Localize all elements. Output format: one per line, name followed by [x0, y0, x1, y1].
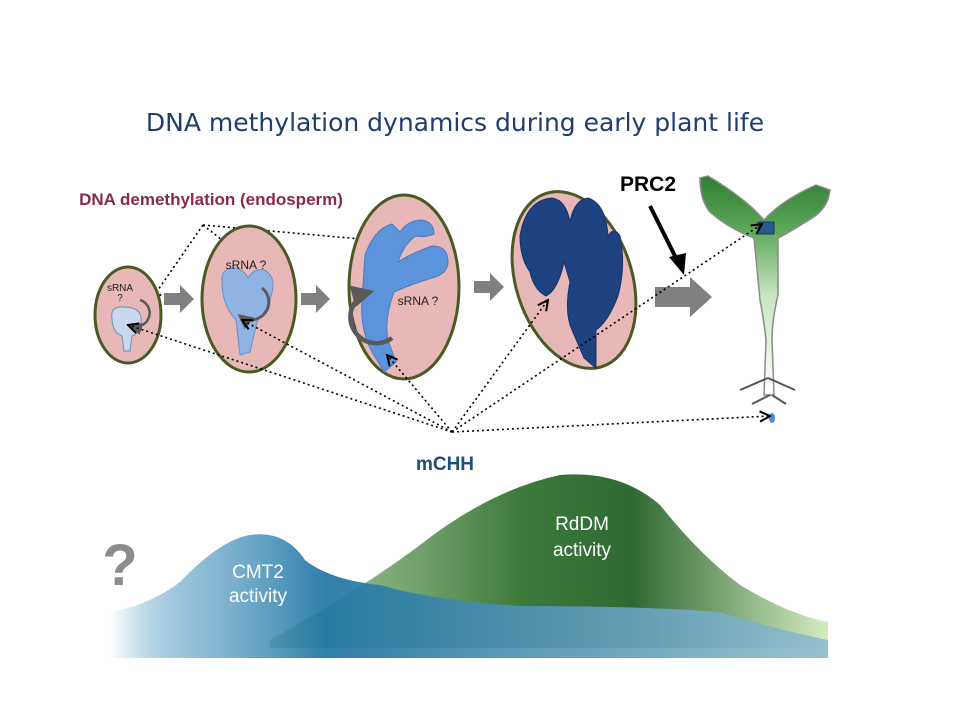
- seedling-roots: [739, 377, 796, 405]
- seedling: [699, 175, 831, 423]
- srna-label-stage-1-line1: sRNA: [107, 283, 133, 294]
- progression-arrow-3: [474, 273, 504, 301]
- rddm-activity-label-line1: RdDM: [555, 514, 609, 535]
- embryo-stage-3: [361, 219, 449, 373]
- rddm-activity-label-line2: activity: [553, 540, 612, 561]
- cmt2-activity-curve: [110, 534, 828, 658]
- demethylation-label: DNA demethylation (endosperm): [79, 190, 343, 209]
- unknown-activity-question-mark: ?: [102, 533, 137, 598]
- mchh-label: mCHH: [416, 454, 474, 475]
- progression-arrow-2: [301, 285, 330, 313]
- diagram-title: DNA methylation dynamics during early pl…: [146, 108, 764, 137]
- srna-label-stage-1-line2: ?: [117, 293, 123, 304]
- seed-stage-4: [510, 190, 638, 370]
- embryo-stage-4: [519, 197, 624, 370]
- seed-stage-1: sRNA ?: [93, 265, 163, 365]
- progression-arrow-1: [164, 285, 194, 313]
- cmt2-activity-label-line1: CMT2: [232, 562, 284, 583]
- embryo-stage-2: [221, 267, 274, 356]
- prc2-arrow: [648, 205, 686, 275]
- mchh-pointers: [128, 224, 770, 433]
- cmt2-activity-label-line2: activity: [229, 586, 288, 607]
- srna-label-stage-2: sRNA ?: [226, 258, 267, 272]
- progression-arrow-4: [655, 277, 712, 317]
- meristem-mark: [757, 221, 775, 235]
- activity-curves: [110, 474, 828, 658]
- root-tip: [769, 413, 775, 423]
- seedling-body: [699, 175, 831, 396]
- seed-stage-2: sRNA ?: [200, 224, 298, 374]
- srna-label-stage-3: sRNA ?: [398, 294, 439, 308]
- prc2-label: PRC2: [620, 173, 676, 196]
- seed-stage-3: sRNA ?: [347, 193, 461, 381]
